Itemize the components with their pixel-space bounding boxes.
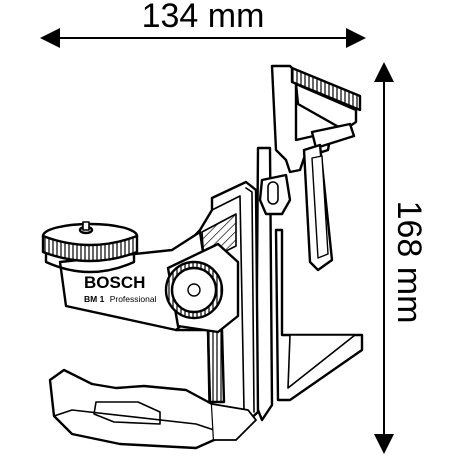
brand-logo: BOSCH	[84, 273, 145, 292]
model-code: BM 1	[84, 294, 105, 304]
release-lever-slot	[267, 181, 279, 205]
model-suffix: Professional	[110, 294, 157, 304]
model-label: BM 1 Professional	[84, 294, 157, 304]
base-foot-top	[63, 369, 213, 405]
turntable-knurl-band	[41, 234, 139, 263]
height-dimension-label: 168 mm	[390, 201, 428, 324]
clamp-top-knurl	[290, 66, 362, 112]
height-dimension: 168 mm	[374, 62, 428, 454]
adjustment-knob-center	[187, 283, 201, 297]
width-dimension: 134 mm	[40, 0, 366, 48]
housing-rail	[245, 187, 255, 413]
rear-support-inner	[287, 334, 356, 389]
clamp-top-finger	[310, 122, 356, 150]
base-foot-edge	[53, 409, 215, 431]
threaded-rod	[206, 328, 226, 404]
clamp-arm-inner	[311, 155, 329, 259]
turntable-screw-post	[82, 221, 90, 231]
base-foot-right	[211, 403, 257, 441]
turntable-base	[44, 252, 136, 274]
width-dimension-label: 134 mm	[142, 0, 265, 35]
svg-text:BM 1 Professional: BM 1 Professional	[84, 294, 157, 304]
adjustment-knob	[170, 266, 218, 314]
wall-mount-drawing: BOSCH BM 1 Professional	[41, 64, 364, 450]
